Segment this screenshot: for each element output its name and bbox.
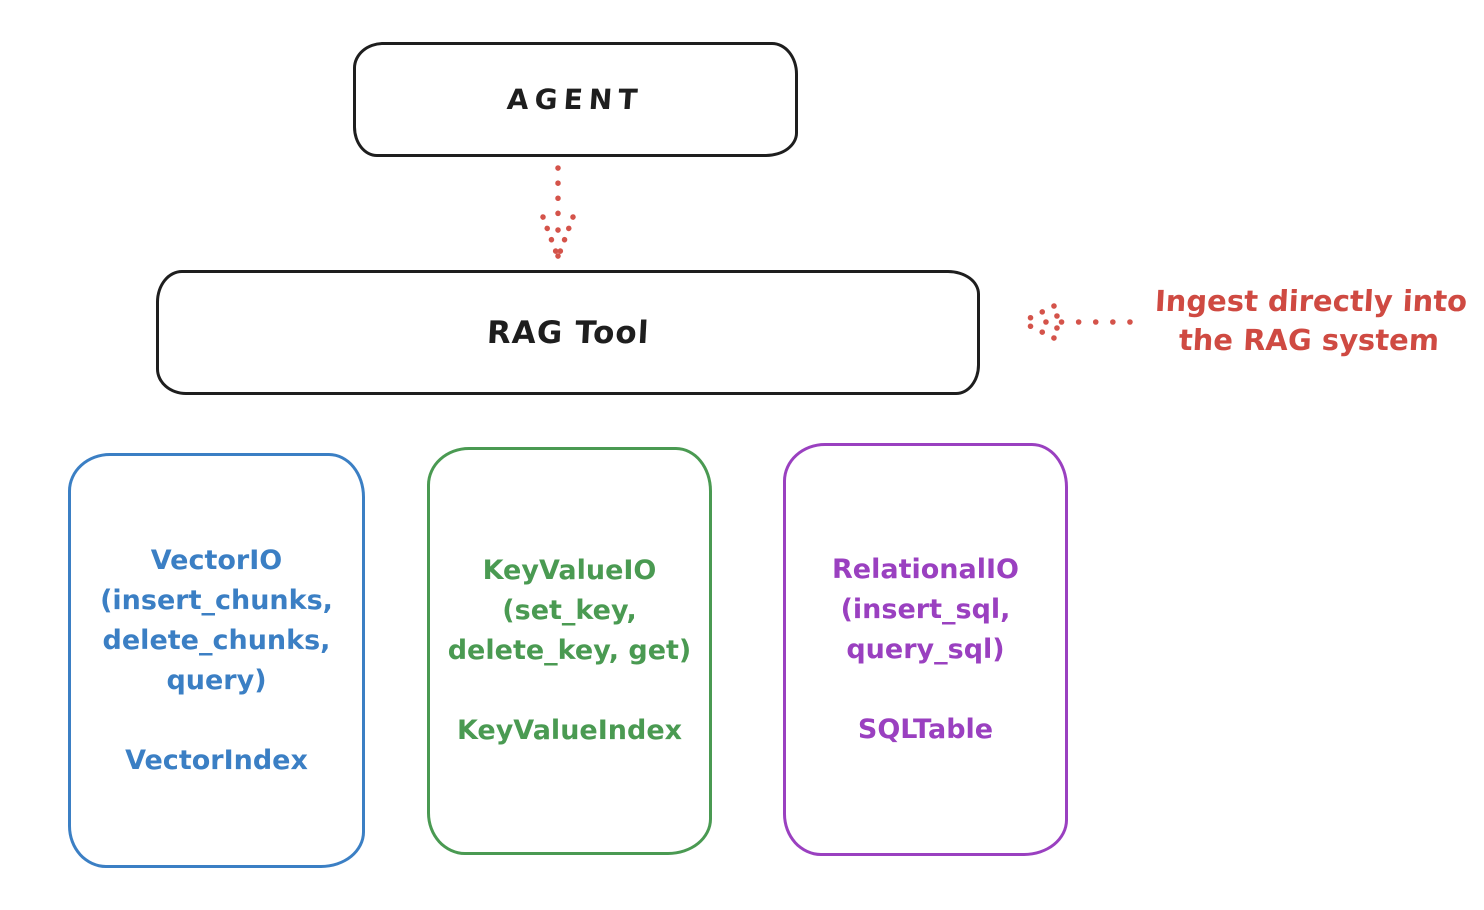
arrow-left-icon <box>1019 303 1133 341</box>
ingest-annotation-line1: Ingest directly into <box>1154 284 1469 318</box>
keyvalue-io-line: delete_key, get) <box>447 635 692 666</box>
vector-io-line: VectorIO <box>150 544 283 576</box>
agent-node: AGENT <box>353 42 798 157</box>
relational-io-line: query_sql) <box>846 633 1005 665</box>
relational-io-node: RelationalIO (insert_sql, query_sql) SQL… <box>783 443 1068 856</box>
rag-tool-node: RAG Tool <box>156 270 980 395</box>
keyvalue-io-line: (set_key, <box>502 595 637 626</box>
vector-io-node: VectorIO (insert_chunks, delete_chunks, … <box>68 453 365 868</box>
vector-io-line: delete_chunks, <box>102 624 331 656</box>
vector-io-line: query) <box>166 664 267 696</box>
keyvalue-io-node: KeyValueIO (set_key, delete_key, get) Ke… <box>427 447 712 855</box>
relational-io-line: (insert_sql, <box>840 593 1011 625</box>
agent-label: AGENT <box>506 83 645 116</box>
sql-table-label: SQLTable <box>857 713 994 745</box>
keyvalue-io-line: KeyValueIO <box>482 555 657 586</box>
rag-tool-label: RAG Tool <box>485 314 651 351</box>
vector-io-line: (insert_chunks, <box>100 584 333 616</box>
vector-index-label: VectorIndex <box>125 744 308 776</box>
ingest-annotation-line2: the RAG system <box>1178 323 1440 357</box>
relational-io-line: RelationalIO <box>832 553 1019 585</box>
keyvalue-index-label: KeyValueIndex <box>456 715 683 746</box>
ingest-annotation: Ingest directly into the RAG system <box>1134 282 1484 360</box>
arrow-down-icon <box>540 165 576 260</box>
